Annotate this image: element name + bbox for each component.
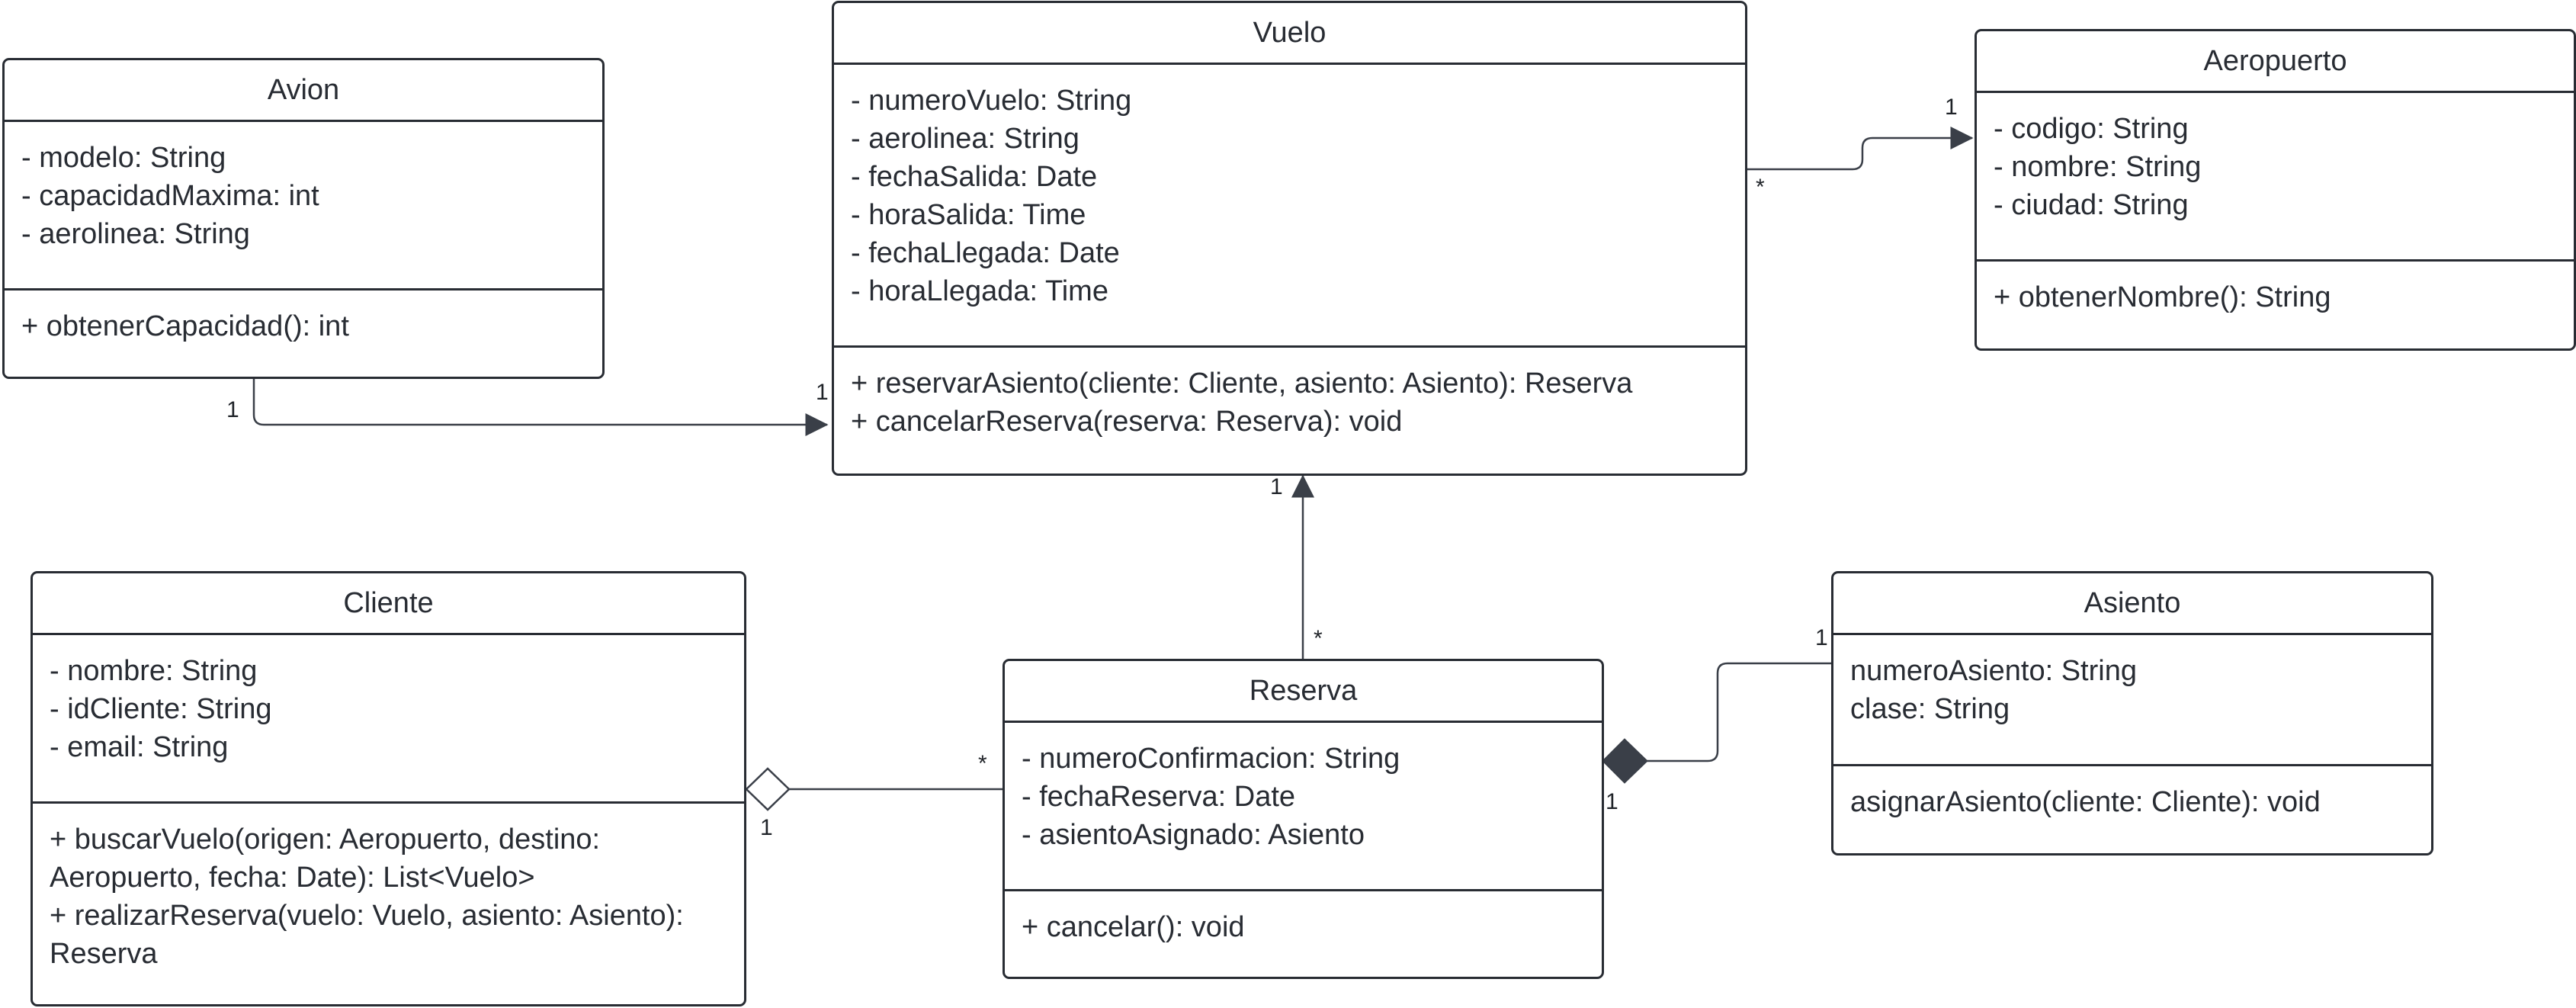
attribute: - numeroConfirmacion: String (1022, 743, 1400, 775)
connector-avion-vuelo[interactable] (252, 379, 829, 436)
attribute: - horaLlegada: Time (851, 275, 1108, 307)
aggregation-diamond (745, 767, 791, 811)
attribute: - aerolinea: String (21, 218, 250, 250)
attribute: - fechaLlegada: Date (851, 237, 1120, 269)
attribute: clase: String (1850, 693, 2010, 725)
method: asignarAsiento(cliente: Cliente): void (1850, 786, 2321, 818)
class-avion[interactable]: Avion - modelo: String - capacidadMaxima… (2, 58, 605, 379)
method-list: + buscarVuelo(origen: Aeropuerto, destin… (33, 804, 744, 973)
attribute: - ciudad: String (1994, 189, 2189, 221)
method: + obtenerCapacidad(): int (21, 310, 349, 342)
attribute: numeroAsiento: String (1850, 655, 2137, 687)
class-name: Cliente (33, 573, 744, 635)
method-list: + cancelar(): void (1005, 891, 1602, 946)
class-name: Aeropuerto (1977, 31, 2574, 93)
method-list: + obtenerCapacidad(): int (5, 291, 602, 345)
multiplicity-cliente-reserva-source: 1 (760, 815, 773, 840)
connector-reserva-asiento[interactable] (1647, 662, 1833, 762)
attribute-list: - modelo: String - capacidadMaxima: int … (5, 122, 602, 291)
multiplicity-cliente-reserva-target: * (978, 751, 987, 776)
class-name: Vuelo (834, 3, 1745, 65)
method: + obtenerNombre(): String (1994, 281, 2331, 313)
attribute: - modelo: String (21, 142, 226, 174)
connector-vuelo-aeropuerto[interactable] (1747, 127, 1974, 171)
attribute-list: - numeroVuelo: String - aerolinea: Strin… (834, 65, 1745, 348)
attribute: - nombre: String (1994, 151, 2202, 183)
multiplicity-vuelo-aeropuerto-source: * (1756, 175, 1765, 200)
class-asiento[interactable]: Asiento numeroAsiento: String clase: Str… (1831, 571, 2433, 856)
attribute: - numeroVuelo: String (851, 85, 1132, 117)
attribute: - aerolinea: String (851, 123, 1079, 155)
attribute: - fechaSalida: Date (851, 161, 1098, 193)
method: + realizarReserva(vuelo: Vuelo, asiento:… (50, 900, 684, 970)
attribute: - fechaReserva: Date (1022, 781, 1296, 813)
class-vuelo[interactable]: Vuelo - numeroVuelo: String - aerolinea:… (832, 1, 1747, 476)
attribute-list: - nombre: String - idCliente: String - e… (33, 635, 744, 804)
attribute: - asientoAsignado: Asiento (1022, 819, 1365, 851)
class-aeropuerto[interactable]: Aeropuerto - codigo: String - nombre: St… (1975, 29, 2576, 351)
class-name: Reserva (1005, 661, 1602, 723)
multiplicity-avion-vuelo-source: 1 (226, 397, 239, 422)
composition-diamond (1602, 738, 1648, 784)
multiplicity-reserva-vuelo-target: 1 (1270, 474, 1283, 499)
method: + cancelar(): void (1022, 911, 1245, 943)
class-reserva[interactable]: Reserva - numeroConfirmacion: String - f… (1002, 659, 1604, 979)
multiplicity-avion-vuelo-target: 1 (816, 380, 829, 405)
attribute-list: - numeroConfirmacion: String - fechaRese… (1005, 723, 1602, 891)
method: + buscarVuelo(origen: Aeropuerto, destin… (50, 823, 601, 894)
multiplicity-vuelo-aeropuerto-target: 1 (1945, 95, 1958, 120)
class-name: Asiento (1833, 573, 2431, 635)
multiplicity-reserva-vuelo-source: * (1314, 626, 1323, 651)
method-list: + reservarAsiento(cliente: Cliente, asie… (834, 348, 1745, 441)
class-cliente[interactable]: Cliente - nombre: String - idCliente: St… (30, 571, 746, 1006)
multiplicity-reserva-asiento-source: 1 (1606, 789, 1618, 814)
multiplicity-reserva-asiento-target: 1 (1815, 625, 1828, 650)
method-list: + obtenerNombre(): String (1977, 262, 2574, 316)
attribute: - codigo: String (1994, 113, 2189, 145)
attribute: - horaSalida: Time (851, 199, 1086, 231)
attribute-list: - codigo: String - nombre: String - ciud… (1977, 93, 2574, 262)
method: + cancelarReserva(reserva: Reserva): voi… (851, 406, 1403, 438)
method: + reservarAsiento(cliente: Cliente, asie… (851, 368, 1633, 400)
attribute: - idCliente: String (50, 693, 272, 725)
class-name: Avion (5, 60, 602, 122)
attribute: - capacidadMaxima: int (21, 180, 319, 212)
attribute: - nombre: String (50, 655, 258, 687)
attribute-list: numeroAsiento: String clase: String (1833, 635, 2431, 766)
attribute: - email: String (50, 731, 229, 763)
method-list: asignarAsiento(cliente: Cliente): void (1833, 766, 2431, 821)
